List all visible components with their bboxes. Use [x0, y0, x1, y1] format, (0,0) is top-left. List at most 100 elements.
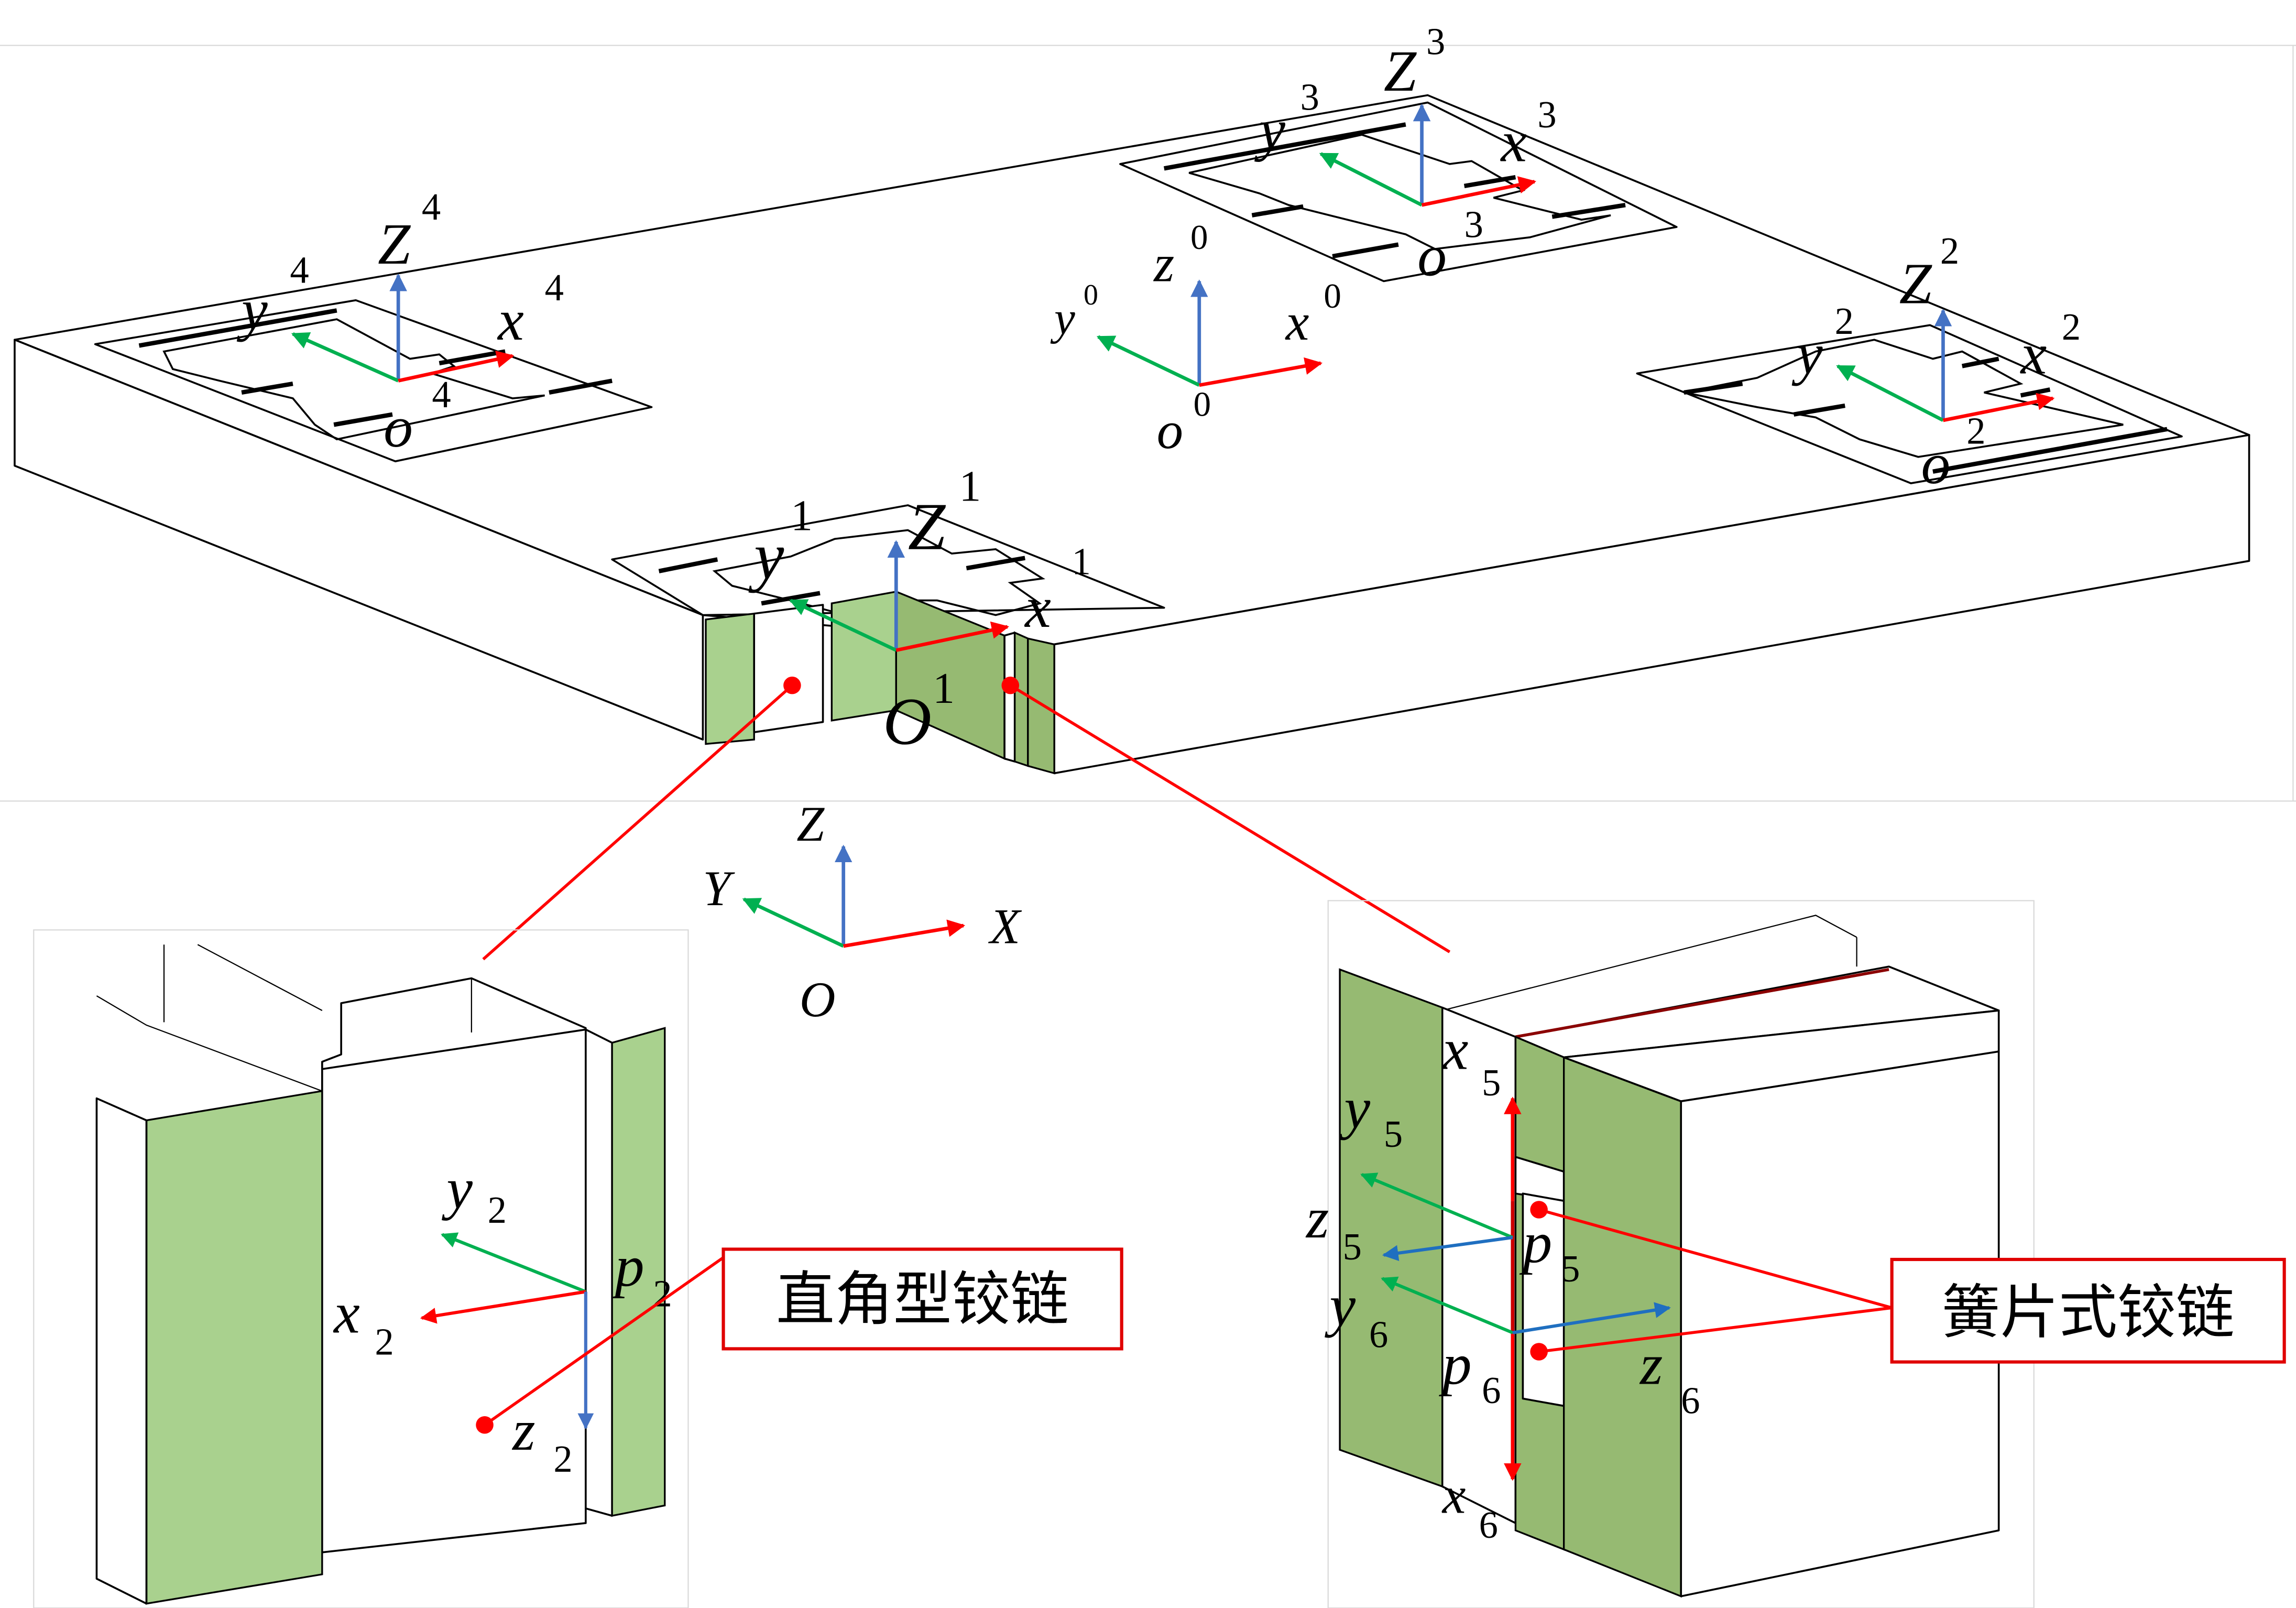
- x-axis-arrow: [895, 621, 1009, 652]
- flexure-slot: [1463, 175, 1516, 188]
- y-axis-label: y: [236, 278, 268, 343]
- y5-subscript: 5: [1384, 1113, 1403, 1155]
- global-z-label: Z: [796, 796, 825, 852]
- frame-1: Z 1 y 1 x 1 O 1: [748, 462, 1091, 759]
- y5-axis-arrow: [1360, 1172, 1514, 1239]
- x-axis-superscript: 1: [1072, 540, 1091, 582]
- y-axis-label: y: [1254, 97, 1285, 162]
- leaf-spring-1: [1014, 631, 1029, 767]
- z5-label: z: [1305, 1186, 1329, 1251]
- frame-3: Z 3 y 3 x 3 o 3: [1254, 20, 1556, 288]
- z-axis-superscript: 2: [1940, 230, 1959, 272]
- frame-2: Z 2 y 2 x 2 o 2: [1791, 230, 2081, 496]
- frame-0: z 0 y 0 x 0 o 0: [1050, 218, 1341, 460]
- y-axis-label: y: [1791, 322, 1823, 387]
- z-axis-superscript: 4: [422, 186, 441, 228]
- edge: [197, 944, 323, 1011]
- x-axis-arrow: [1421, 176, 1537, 207]
- origin-superscript: 2: [1966, 410, 1985, 452]
- origin-superscript: 3: [1464, 203, 1483, 246]
- zoom-leaders: [482, 676, 1451, 961]
- flexure-slot: [241, 381, 293, 395]
- x2-label: x: [333, 1281, 360, 1346]
- x6-label: x: [1441, 1465, 1466, 1524]
- flexure-slot: [1683, 381, 1743, 395]
- origin-superscript: 1: [933, 664, 955, 713]
- top-panel: [0, 45, 2296, 802]
- origin-label: o: [1157, 401, 1183, 460]
- pocket-outline: [94, 299, 653, 462]
- callout-leader: [484, 1255, 726, 1427]
- y-axis-superscript: 4: [290, 248, 309, 291]
- x2-axis-arrow: [420, 1290, 586, 1324]
- p2-label: p: [611, 1234, 644, 1299]
- global-x-label: X: [988, 898, 1022, 954]
- leader-line-left: [482, 684, 793, 961]
- z2-label: z: [511, 1398, 535, 1463]
- detail-frame: [1327, 900, 2035, 1608]
- y2-axis-arrow: [441, 1232, 586, 1294]
- hinge-side-face: [585, 1028, 613, 1517]
- edge: [1442, 915, 1857, 1012]
- flexure-slot: [1251, 204, 1304, 218]
- frame-4: Z 4 y 4 x 4 o 4: [236, 186, 564, 460]
- z5-subscript: 5: [1343, 1225, 1362, 1268]
- flexure-slot: [966, 556, 1025, 571]
- x-axis-label: x: [497, 288, 524, 353]
- y-axis-arrow: [1096, 335, 1200, 387]
- x-axis-superscript: 2: [2062, 306, 2081, 348]
- global-y-label: Y: [703, 861, 735, 916]
- detail-right-angle-hinge: y 2 x 2 z 2 p 2 直角型铰链: [33, 929, 1123, 1608]
- flexure-slot: [439, 349, 506, 366]
- flexure-slot: [1551, 203, 1626, 219]
- x6-subscript: 6: [1479, 1504, 1498, 1546]
- p5-label: p: [1519, 1211, 1552, 1276]
- y-axis-arrow: [789, 599, 897, 652]
- origin-superscript: 0: [1194, 385, 1211, 424]
- origin-label: o: [1417, 223, 1447, 288]
- z-axis-label: Z: [908, 489, 946, 564]
- z-axis-superscript: 3: [1426, 20, 1445, 62]
- flexure-slot: [1793, 403, 1845, 417]
- z-axis-label: z: [1153, 234, 1174, 292]
- x-axis-arrow: [1199, 357, 1323, 387]
- flexure-slot: [1332, 242, 1399, 259]
- y-axis-superscript: 1: [791, 491, 813, 540]
- flexure-face-left: [145, 1090, 323, 1605]
- flexure-slot: [138, 308, 337, 348]
- block-front-face: [1563, 1056, 1682, 1598]
- z-axis-superscript: 1: [959, 462, 981, 511]
- joint-pocket-4: [94, 299, 653, 462]
- z5-axis-arrow: [1382, 1236, 1513, 1262]
- leaf-spring-2: [1027, 637, 1055, 775]
- y5-label: y: [1339, 1076, 1370, 1141]
- leader-line-right: [1009, 684, 1451, 953]
- flexure-face-left: [705, 612, 755, 745]
- pocket-outline: [611, 504, 1165, 616]
- flexure-slot: [1163, 122, 1406, 171]
- leaf-edge: [1515, 968, 1889, 1039]
- y6-label: y: [1325, 1274, 1356, 1339]
- pocket-stage: [162, 318, 545, 441]
- detail-frame: [33, 929, 689, 1608]
- y6-axis-arrow: [1381, 1276, 1514, 1334]
- callout-leader-upper: [1538, 1208, 1893, 1309]
- y2-label: y: [441, 1156, 473, 1221]
- global-x-arrow: [843, 919, 966, 948]
- x5-label: x: [1441, 1017, 1469, 1082]
- origin-label: o: [384, 395, 413, 460]
- origin-superscript: 4: [432, 373, 451, 416]
- origin-label: O: [883, 683, 932, 758]
- y-axis-arrow: [1836, 364, 1944, 422]
- x-axis-superscript: 0: [1324, 276, 1341, 316]
- z-axis-label: Z: [1384, 39, 1417, 104]
- flexure-slot: [2020, 387, 2051, 398]
- y-axis-label: y: [1050, 292, 1075, 344]
- x-axis-label: x: [1500, 109, 1527, 174]
- edge: [96, 995, 323, 1092]
- cut-face-white: [753, 604, 824, 733]
- y6-subscript: 6: [1369, 1313, 1388, 1356]
- z-axis-label: Z: [378, 212, 411, 277]
- p2-subscript: 2: [653, 1272, 672, 1314]
- z6-subscript: 6: [1681, 1379, 1700, 1421]
